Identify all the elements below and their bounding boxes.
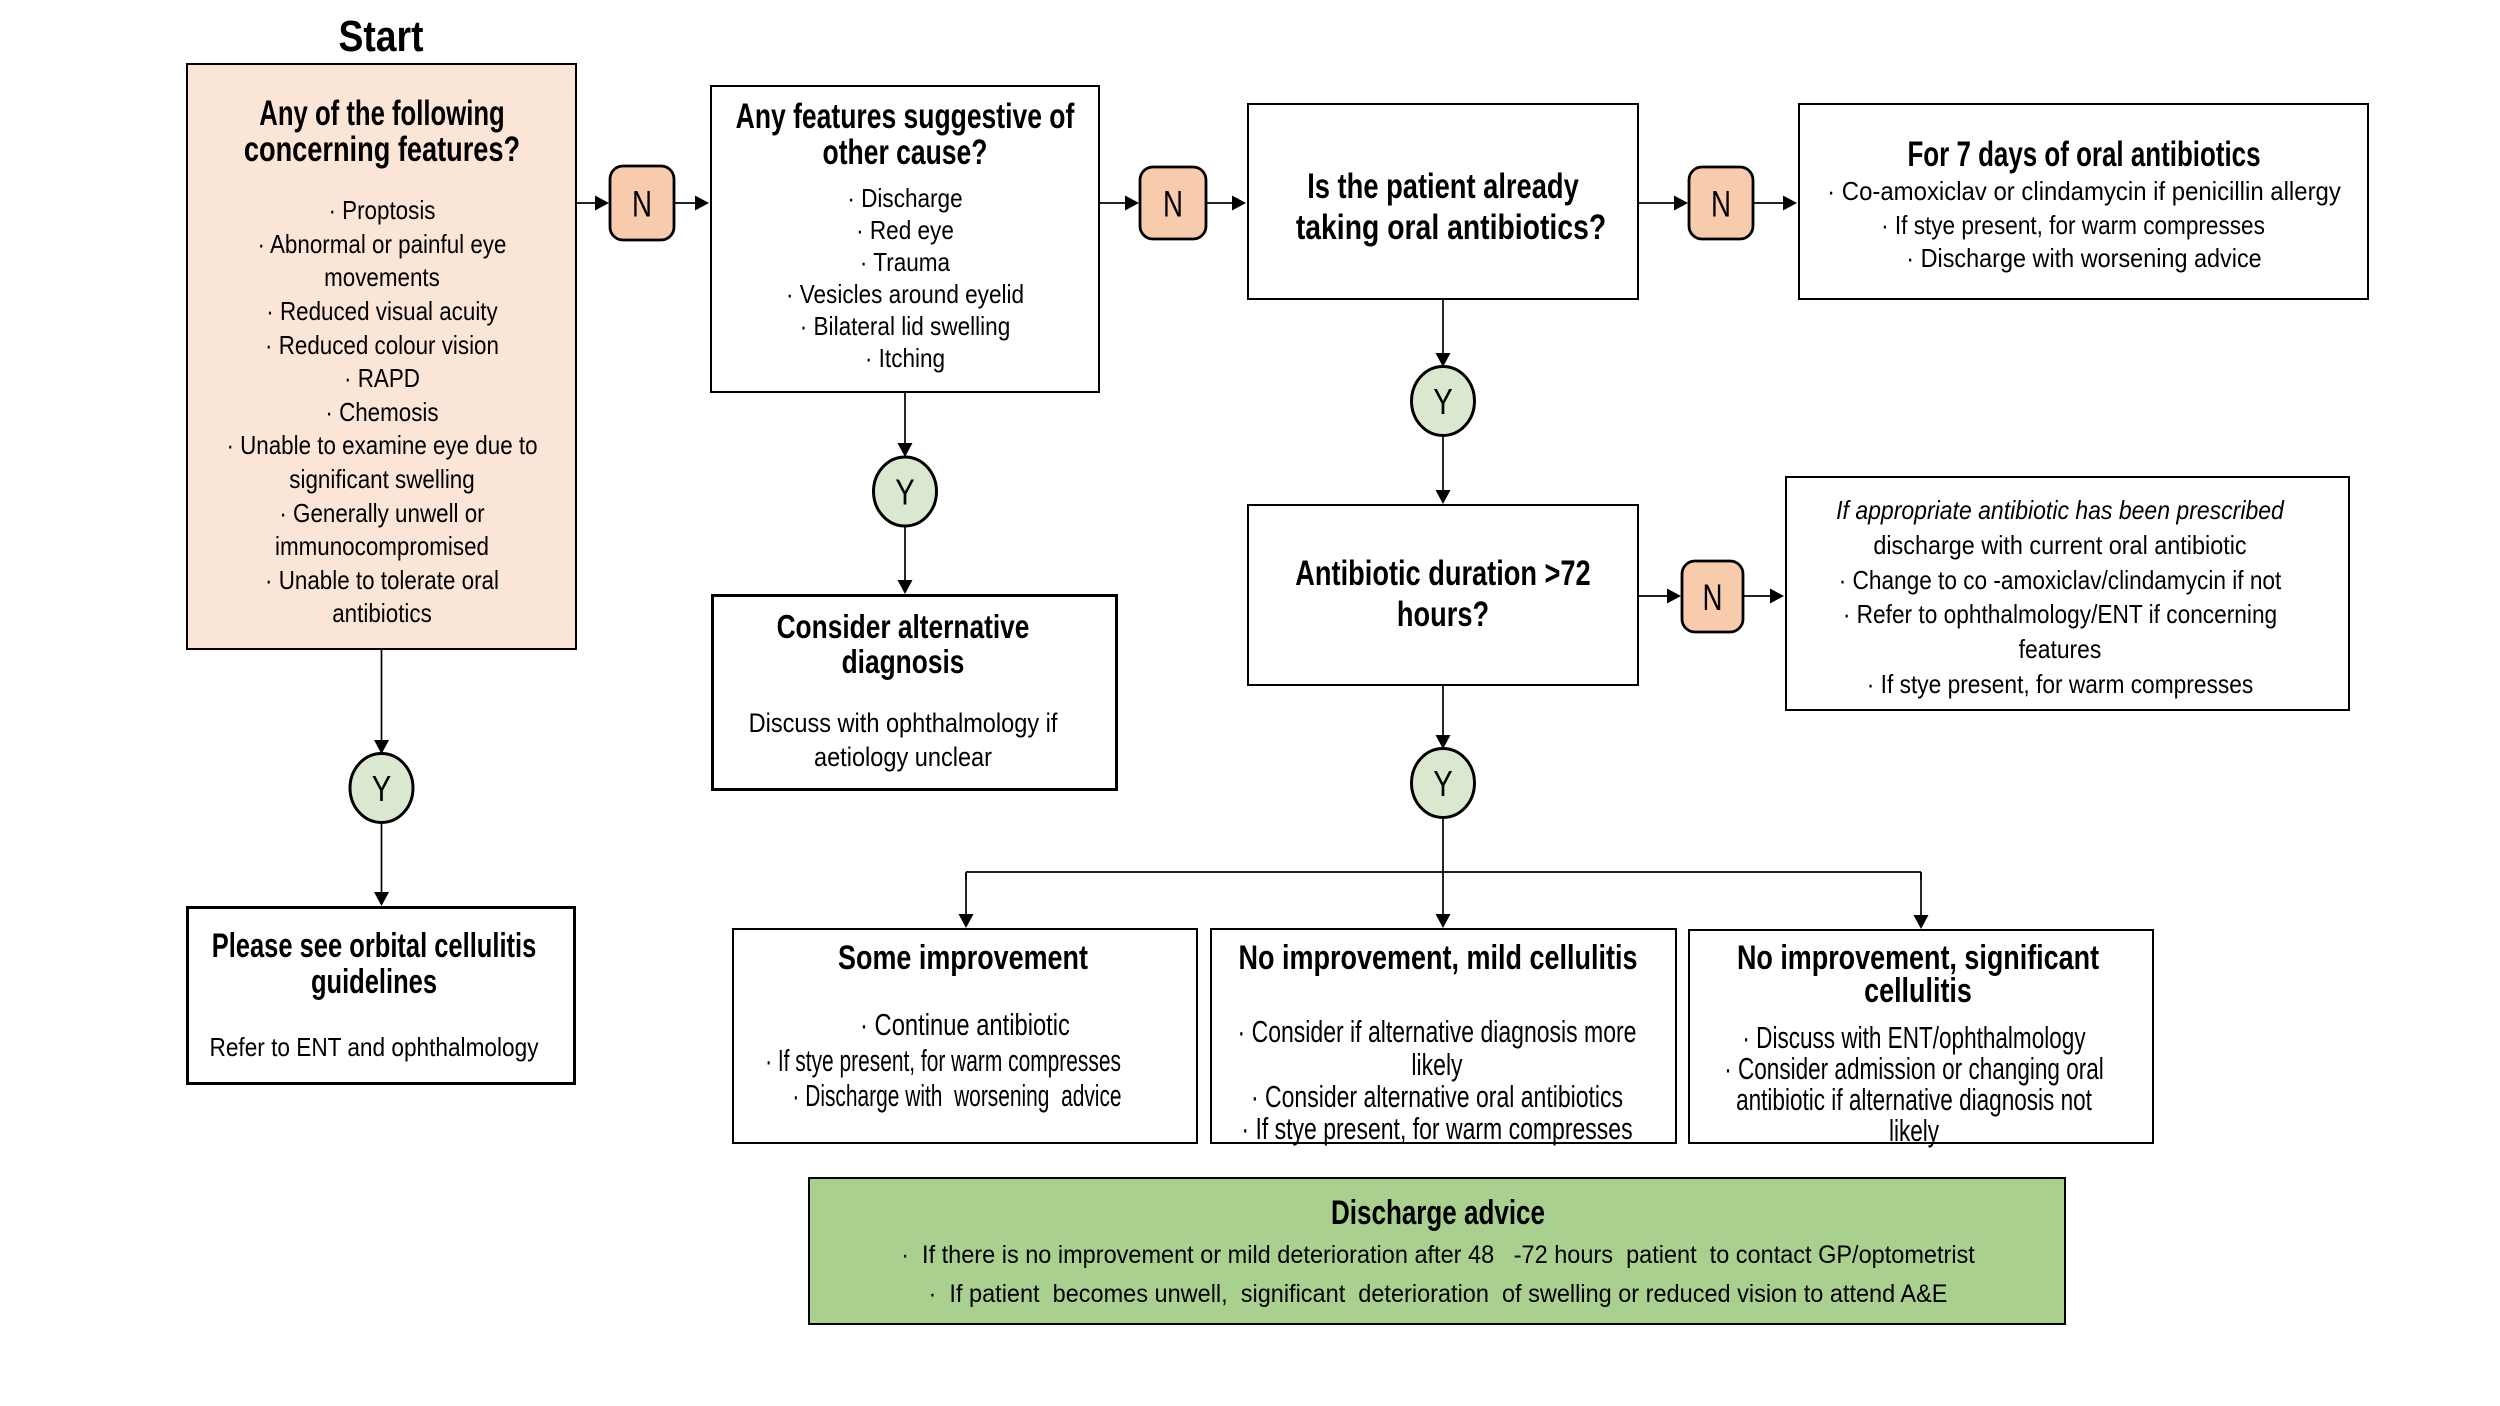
svg-text:N: N bbox=[1163, 184, 1183, 225]
svg-text:N: N bbox=[1711, 184, 1731, 225]
svg-text:Y: Y bbox=[372, 768, 392, 809]
svg-text:Y: Y bbox=[1433, 763, 1453, 804]
svg-text:Y: Y bbox=[1433, 381, 1453, 422]
svg-text:N: N bbox=[632, 184, 652, 225]
svg-text:N: N bbox=[1703, 577, 1723, 618]
svg-text:Y: Y bbox=[895, 472, 915, 513]
